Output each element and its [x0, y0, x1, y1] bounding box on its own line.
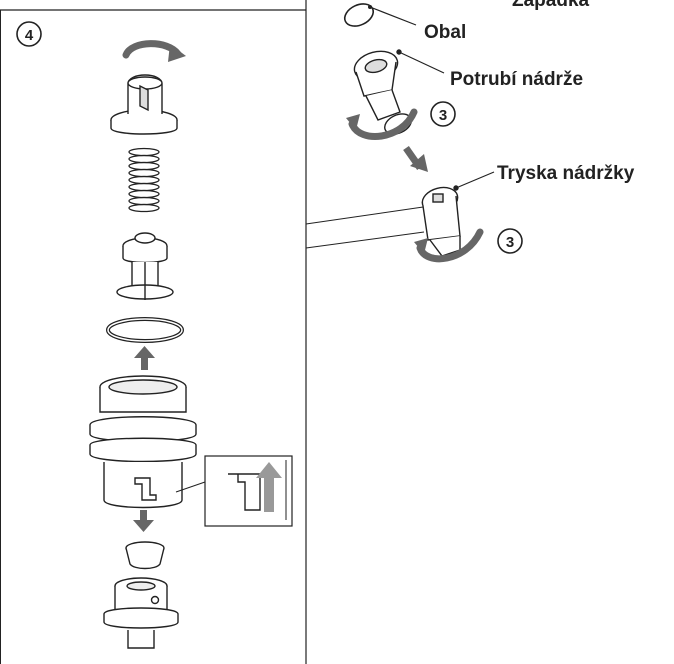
svg-text:3: 3: [506, 234, 514, 251]
svg-text:4: 4: [25, 27, 34, 44]
label-potrubi: Potrubí nádrže: [450, 69, 583, 90]
valve-knob: [110, 74, 178, 135]
step-3-marker-a: 3: [430, 101, 456, 127]
detail-panel: [0, 0, 431, 664]
label-tryska: Tryska nádržky: [497, 163, 635, 184]
callout-line-top: [305, 205, 431, 225]
rotate-arrow-nozzle-icon: [414, 228, 484, 263]
label-obal: Obal: [424, 22, 466, 43]
spring: [128, 147, 160, 213]
step-4-marker: 4: [16, 21, 42, 47]
up-arrow-icon: [134, 346, 155, 370]
tank-nozzle: [421, 171, 495, 257]
step-3-marker-b: 3: [497, 228, 523, 254]
callout-line-bottom: [305, 231, 425, 249]
o-ring: [106, 317, 184, 343]
svg-text:Potrubí nádrže: Potrubí nádrže: [450, 69, 583, 90]
valve-base: [103, 577, 179, 649]
valve-body: [89, 375, 197, 509]
zoom-inset: [175, 455, 293, 527]
svg-text:Obal: Obal: [424, 22, 466, 43]
label-zapadka: Západka: [512, 0, 590, 11]
svg-text:Tryska nádržky: Tryska nádržky: [497, 163, 635, 184]
tank-pipe: [353, 49, 445, 135]
rotate-arrow-icon: [122, 40, 186, 62]
svg-text:3: 3: [439, 107, 447, 124]
valve-cap: [125, 541, 165, 570]
down-arrow-icon-2: [403, 145, 428, 172]
obal-ring: [343, 3, 417, 27]
valve-stem: [116, 232, 174, 300]
svg-text:Západka: Západka: [512, 0, 590, 11]
rotate-arrow-pipe-icon: [346, 108, 418, 140]
down-arrow-icon: [133, 510, 154, 532]
